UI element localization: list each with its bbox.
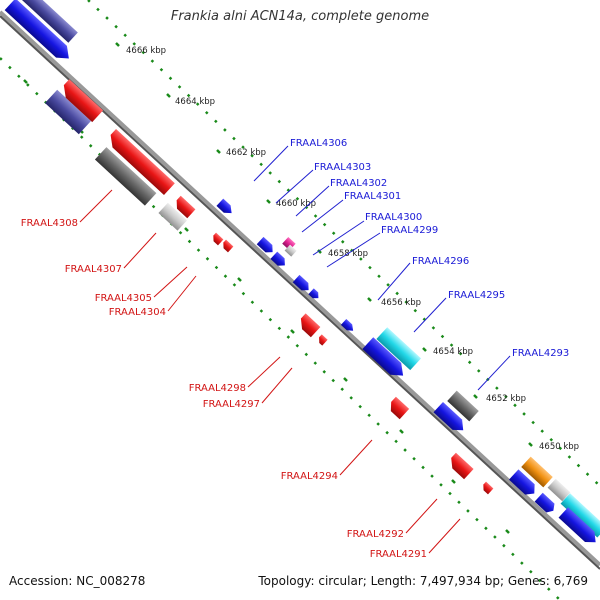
tick-label: 4652 kbp [486,394,526,404]
tick-label: 4664 kbp [175,97,215,107]
gene-feature[interactable] [308,288,321,301]
reverse-gene-label[interactable]: FRAAL4294 [281,471,338,482]
forward-gene-label[interactable]: FRAAL4303 [314,162,371,173]
forward-gene-label[interactable]: FRAAL4302 [330,178,387,189]
tick-label: 4662 kbp [226,148,266,158]
reverse-gene-label[interactable]: FRAAL4292 [347,529,404,540]
forward-gene-label[interactable]: FRAAL4306 [290,138,347,149]
forward-gene-label[interactable]: FRAAL4295 [448,290,505,301]
reverse-labels: FRAAL4308 FRAAL4307 FRAAL4305 FRAAL4304 … [21,218,427,560]
inner-major-ticks [23,79,510,534]
reverse-gene-label[interactable]: FRAAL4291 [370,549,427,560]
inner-tick-track [0,57,561,600]
gene-feature[interactable] [20,0,78,43]
gene-feature[interactable] [158,202,188,231]
accession-text: Accession: NC_008278 [9,574,146,588]
reverse-gene-label[interactable]: FRAAL4305 [95,293,152,304]
tick-label: 4650 kbp [539,442,579,452]
outer-major-ticks [115,42,533,447]
forward-leaders [253,145,511,391]
gene-feature[interactable] [547,478,571,502]
gene-feature[interactable] [296,313,321,338]
reverse-gene-label[interactable]: FRAAL4304 [109,307,166,318]
gene-features [4,0,600,547]
reverse-leaders [79,189,461,554]
tick-label: 4656 kbp [381,298,421,308]
forward-labels: FRAAL4306 FRAAL4303 FRAAL4302 FRAAL4301 … [290,138,569,359]
gene-feature[interactable] [534,492,558,515]
gene-feature[interactable] [44,89,92,135]
gene-feature[interactable] [340,318,356,334]
reverse-gene-label[interactable]: FRAAL4297 [203,399,260,410]
tick-label: 4654 kbp [433,347,473,357]
gene-feature[interactable] [481,481,494,495]
gene-feature[interactable] [433,402,467,435]
tick-label: 4660 kbp [276,199,316,209]
reverse-gene-label[interactable]: FRAAL4298 [189,383,246,394]
gene-feature[interactable] [284,244,297,257]
forward-gene-label[interactable]: FRAAL4301 [344,191,401,202]
gene-feature[interactable] [4,0,75,64]
forward-gene-label[interactable]: FRAAL4296 [412,256,469,267]
gene-feature[interactable] [105,128,175,196]
gene-feature[interactable] [173,195,196,219]
gene-feature[interactable] [560,493,600,538]
gene-feature[interactable] [386,396,410,420]
forward-gene-label[interactable]: FRAAL4300 [365,212,422,223]
gene-feature[interactable] [446,452,474,480]
gene-feature[interactable] [211,232,224,246]
outer-tick-track [87,0,600,487]
tick-label: 4666 kbp [126,46,166,56]
gene-feature[interactable] [362,337,408,381]
map-title: Frankia alni ACN14a, complete genome [170,9,430,24]
gene-feature[interactable] [292,274,312,294]
genome-summary-text: Topology: circular; Length: 7,497,934 bp… [258,574,588,588]
gene-feature[interactable] [447,390,479,422]
gene-feature[interactable] [221,239,234,253]
forward-gene-label[interactable]: FRAAL4299 [381,225,438,236]
gene-feature[interactable] [316,334,328,346]
gene-feature[interactable] [508,469,539,498]
reverse-gene-label[interactable]: FRAAL4307 [65,264,122,275]
reverse-gene-label[interactable]: FRAAL4308 [21,218,78,229]
gene-feature[interactable] [216,198,235,217]
gene-feature[interactable] [521,456,553,488]
gene-feature[interactable] [270,251,288,270]
gene-feature[interactable] [558,507,600,547]
gene-feature[interactable] [256,236,276,256]
gene-feature[interactable] [376,327,422,371]
forward-gene-label[interactable]: FRAAL4293 [512,348,569,359]
gene-feature[interactable] [58,79,104,123]
gene-feature[interactable] [94,147,157,206]
